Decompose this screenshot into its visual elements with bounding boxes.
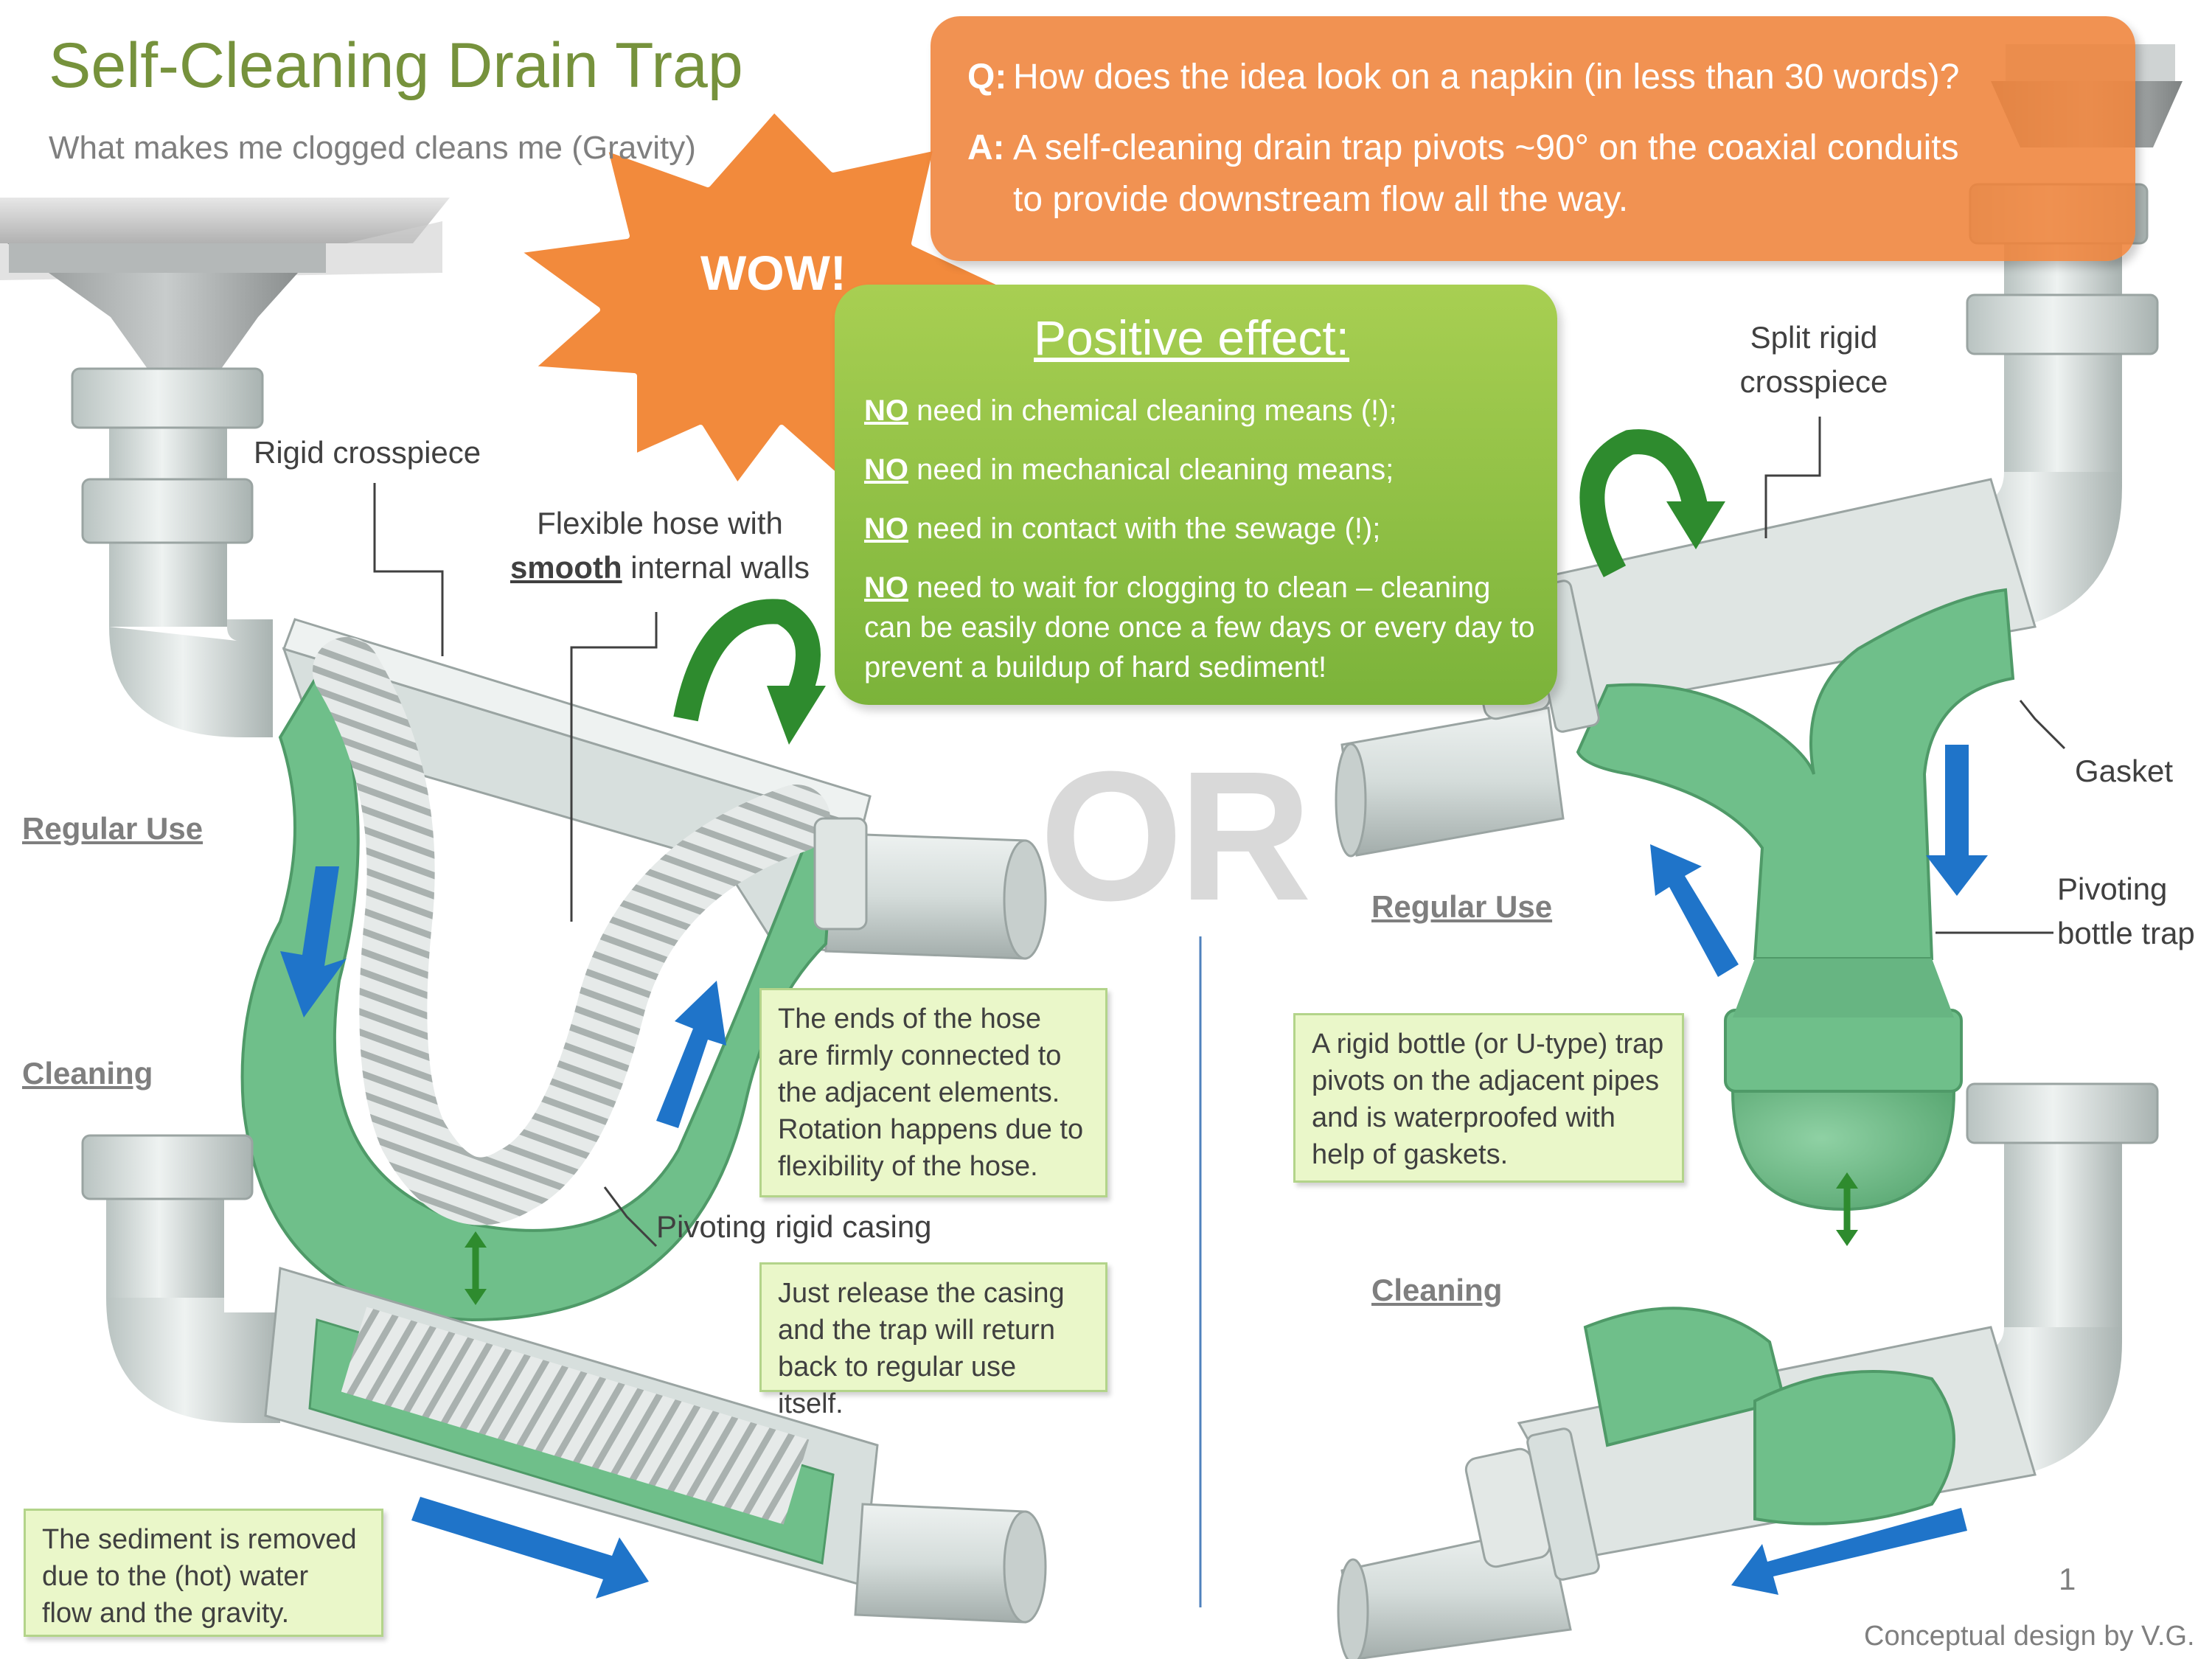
left-sink	[0, 198, 450, 369]
answer-line-1: A self-cleaning drain trap pivots ~90° o…	[1013, 128, 1959, 167]
right-rotate-arrow	[1579, 429, 1725, 577]
positive-item-3: NO need in contact with the sewage (!);	[864, 512, 1381, 545]
label-flexible-hose: Flexible hose with smooth internal walls	[509, 506, 810, 585]
label-pivoting-bottle: Pivoting bottle trap	[2057, 872, 2195, 950]
right-toggle-arrow	[1836, 1172, 1858, 1246]
left-cleaning-label: Cleaning	[22, 1056, 153, 1091]
qa-box: Q:How does the idea look on a napkin (in…	[931, 16, 2135, 261]
left-regular-trap	[71, 367, 1047, 1322]
left-toggle-arrow	[465, 1231, 487, 1305]
right-leaders	[1764, 417, 2066, 934]
right-cleaning-label: Cleaning	[1371, 1273, 1503, 1307]
left-flow-arrows	[280, 866, 726, 1599]
note-release-casing: Just release the casing and the trap wil…	[759, 1262, 1107, 1419]
credit-line: Conceptual design by V.G.	[1864, 1621, 2195, 1652]
right-regular-use-label: Regular Use	[1371, 889, 1553, 924]
positive-effect-box: Positive effect: NO need in chemical cle…	[835, 285, 1557, 705]
positive-item-4: NO need to wait for clogging to clean – …	[864, 571, 1535, 684]
right-cleaning-trap	[1337, 1082, 2159, 1659]
label-split-crosspiece: Split rigid crosspiece	[1739, 320, 1888, 399]
note-hose-ends: The ends of the hose are firmly connecte…	[759, 988, 1107, 1197]
left-rotate-arrow	[673, 599, 826, 745]
right-flow-arrows	[1650, 745, 1988, 1595]
label-rigid-crosspiece: Rigid crosspiece	[254, 435, 481, 470]
question-text: How does the idea look on a napkin (in l…	[1013, 58, 1960, 97]
or-separator: OR	[1040, 733, 1312, 939]
page-number: 1	[2059, 1562, 2076, 1596]
positive-item-1: NO need in chemical cleaning means (!);	[864, 394, 1397, 427]
answer-line-2: to provide downstream flow all the way.	[1013, 180, 1629, 219]
positive-effect-heading: Positive effect:	[1034, 310, 1350, 365]
answer-label: A:	[967, 128, 1005, 167]
page-subtitle: What makes me clogged cleans me (Gravity…	[49, 130, 696, 166]
page-title: Self-Cleaning Drain Trap	[49, 30, 743, 101]
label-gasket: Gasket	[2075, 754, 2174, 788]
left-cleaning-trap	[81, 1134, 1047, 1624]
note-sediment: The sediment is removed due to the (hot)…	[24, 1509, 383, 1637]
label-pivoting-casing: Pivoting rigid casing	[656, 1209, 932, 1244]
wow-text: WOW!	[700, 246, 846, 300]
positive-item-2: NO need in mechanical cleaning means;	[864, 453, 1394, 486]
note-bottle-trap: A rigid bottle (or U-type) trap pivots o…	[1293, 1013, 1684, 1183]
left-leaders	[373, 483, 658, 1248]
left-regular-use-label: Regular Use	[22, 811, 204, 846]
question-label: Q:	[967, 58, 1007, 97]
